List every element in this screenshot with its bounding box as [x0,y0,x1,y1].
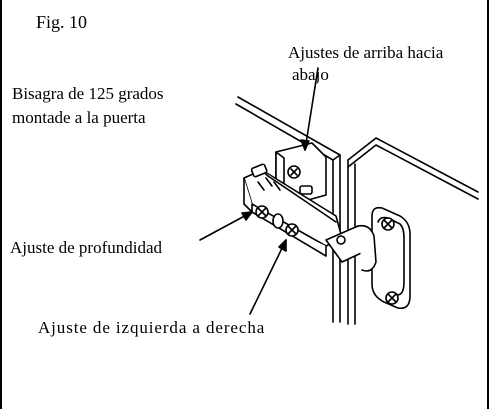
leader-depth [199,211,253,241]
depth-adjust-label: Ajuste de profundidad [10,238,163,257]
hinge-label-line-1: Bisagra de 125 grados [12,84,164,103]
leader-up-down [300,67,319,151]
door-panel [235,96,341,323]
mounting-plate [357,206,411,310]
up-down-label-line-1: Ajustes de arriba hacia [288,43,444,62]
left-right-adjust-screw [285,223,299,237]
slot-hole [272,213,284,229]
left-right-adjust-label: Ajuste de izquierda a derecha [38,318,266,337]
up-down-label-line-2: abajo [292,65,329,84]
up-down-adjust-label: Ajustes de arriba hacia abajo [288,42,443,86]
depth-adjust-screw [255,205,269,219]
figure-label: Fig. 10 [36,12,88,32]
leader-left-right [249,239,287,315]
hinge-label-line-2: montade a la puerta [12,108,146,127]
hinge-label: Bisagra de 125 grados montade a la puert… [12,82,164,130]
